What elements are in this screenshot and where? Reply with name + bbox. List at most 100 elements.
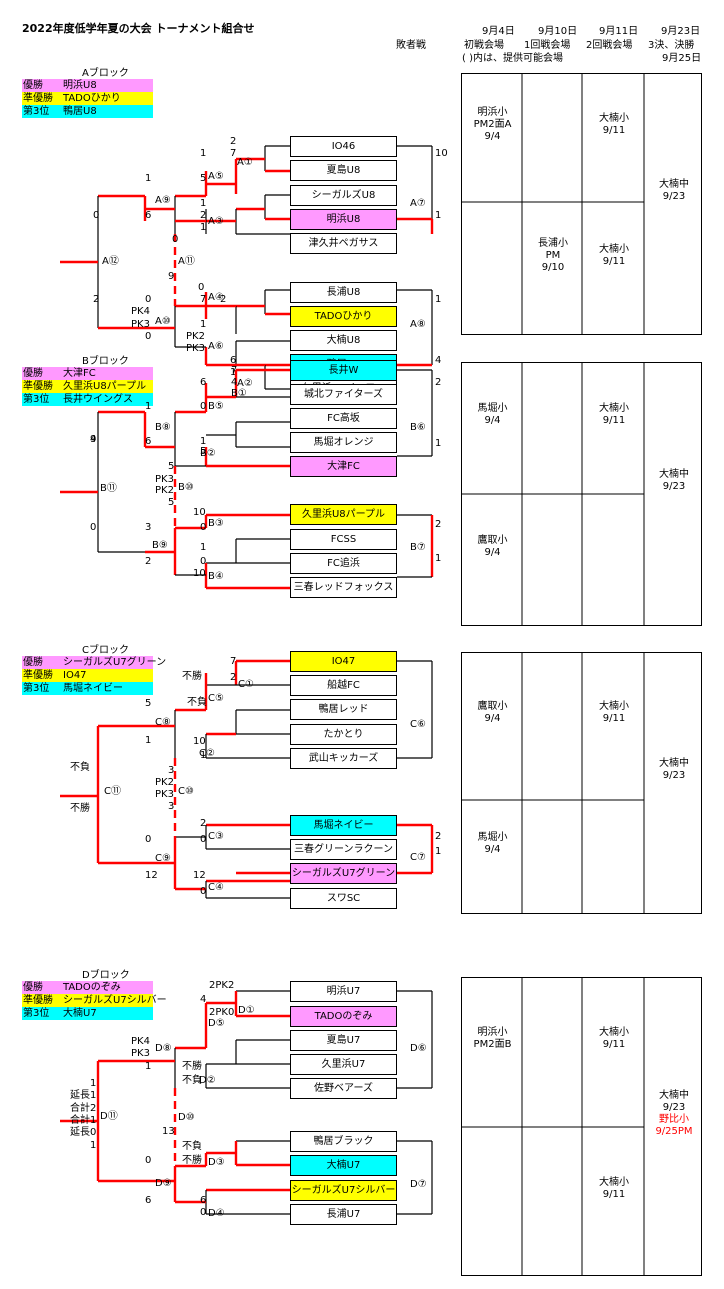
header-date-4: 9月23日 xyxy=(661,26,701,37)
match-label: B② xyxy=(200,448,216,459)
score-label: 2 xyxy=(230,672,237,683)
score-label: 不負 xyxy=(187,697,207,708)
team-box: TADOのぞみ xyxy=(290,1006,397,1027)
result-team: IO47 xyxy=(63,670,87,681)
result-rank: 準優勝 xyxy=(23,381,53,392)
match-label: D⑩ xyxy=(178,1112,195,1123)
team-box: TADOひかり xyxy=(290,306,397,327)
score-label: 0 xyxy=(200,401,207,412)
score-label: 1 xyxy=(230,367,237,378)
score-label: 2 xyxy=(435,831,442,842)
match-label: C⑧ xyxy=(155,717,171,728)
team-box: 三春レッドフォックス xyxy=(290,577,397,598)
result-row: 第3位馬堀ネイビー xyxy=(22,682,153,695)
score-label: 6 xyxy=(145,210,152,221)
match-label: D⑦ xyxy=(410,1179,427,1190)
score-label: 2 xyxy=(145,556,152,567)
venue-grid-lines xyxy=(461,362,645,626)
team-box: シーガルズU7グリーン xyxy=(290,863,397,884)
match-label: D⑤ xyxy=(208,1018,225,1029)
score-label: 1 xyxy=(435,210,442,221)
match-label: A② xyxy=(237,378,253,389)
score-label: 4 xyxy=(200,994,207,1005)
score-label: 1 xyxy=(200,436,207,447)
result-row: 第3位大楠U7 xyxy=(22,1007,153,1020)
bracket-lines xyxy=(60,145,434,390)
team-box: たかとり xyxy=(290,724,397,745)
match-label: B⑨ xyxy=(152,540,168,551)
score-label: 合計1 xyxy=(70,1115,97,1126)
match-label: D⑨ xyxy=(155,1178,172,1189)
venue-grid-lines xyxy=(461,73,645,335)
venue-grid-lines xyxy=(461,652,645,914)
header-round-2: 1回戦会場 xyxy=(524,40,571,51)
score-label: 12 xyxy=(193,870,206,881)
result-rank: 第3位 xyxy=(23,394,50,405)
team-box: 久里浜U7 xyxy=(290,1054,397,1075)
header-round-1: 初戦会場 xyxy=(464,40,504,51)
venue-text: 長浦小 PM 9/10 xyxy=(538,237,568,273)
result-team: 長井ウイングス xyxy=(63,394,133,405)
score-label: PK4 xyxy=(131,1036,150,1047)
match-label: A⑩ xyxy=(155,316,171,327)
team-box: FCSS xyxy=(290,529,397,550)
result-rank: 優勝 xyxy=(23,982,43,993)
header-date-3: 9月11日 xyxy=(599,26,639,37)
score-label: 1 xyxy=(145,173,152,184)
venue-text: 大楠小 9/11 xyxy=(599,403,629,426)
score-label: PK4 xyxy=(131,306,150,317)
score-label: 0 xyxy=(145,834,152,845)
score-label: 6 xyxy=(200,1195,207,1206)
score-label: 0 xyxy=(200,522,207,533)
score-label: 12 xyxy=(145,870,158,881)
match-label: D⑥ xyxy=(410,1043,427,1054)
page-title: 2022年度低学年夏の大会 トーナメント組合せ xyxy=(22,22,255,35)
score-label: PK2 xyxy=(186,331,205,342)
loser-bracket-label: 敗者戦 xyxy=(396,40,426,51)
bracket-lines xyxy=(60,368,434,590)
header-round-4: 3決、決勝 xyxy=(648,40,695,51)
venue-cell: 大楠小 9/11 xyxy=(583,1177,645,1201)
score-label: 1 xyxy=(435,438,442,449)
match-label: B⑤ xyxy=(208,401,224,412)
match-label: B⑪ xyxy=(100,483,117,494)
venue-text: 大楠中 9/23 xyxy=(659,758,689,781)
team-box: FC追浜 xyxy=(290,553,397,574)
match-label: C③ xyxy=(208,831,224,842)
match-label: C⑨ xyxy=(155,853,171,864)
score-label: 2 xyxy=(200,818,207,829)
match-label: D① xyxy=(238,1005,255,1016)
score-label: 延長1 xyxy=(70,1090,97,1101)
match-label: B⑩ xyxy=(178,482,194,493)
score-label: 0 xyxy=(200,556,207,567)
header-final-date-alt: 9月25日 xyxy=(662,53,702,64)
venue-table: 明浜小 PM2面A 9/4 大楠小 9/11 長浦小 PM 9/10 大楠小 9/11… xyxy=(461,73,702,335)
venue-cell: 明浜小 PM2面A 9/4 xyxy=(462,107,523,143)
score-label: PK3 xyxy=(155,789,174,800)
match-label: A③ xyxy=(208,216,224,227)
team-box: 明浜U7 xyxy=(290,981,397,1002)
result-team: 久里浜U8パープル xyxy=(63,381,147,392)
score-label: 0 xyxy=(93,210,100,221)
score-label: 1 xyxy=(90,1140,97,1151)
venue-text: 大楠小 9/11 xyxy=(599,243,629,267)
match-label: A⑧ xyxy=(410,319,426,330)
score-label: 3 xyxy=(145,522,152,533)
venue-text: 大楠小 9/11 xyxy=(599,112,629,136)
score-label: 5 xyxy=(168,461,175,472)
venue-cell: 明浜小 PM2面B xyxy=(462,1027,523,1051)
score-label: 0 xyxy=(145,331,152,342)
result-rank: 優勝 xyxy=(23,368,43,379)
score-label: 合計2 xyxy=(70,1103,97,1114)
match-label: C② xyxy=(199,748,215,759)
match-label: A⑫ xyxy=(102,256,119,267)
score-label: 1 xyxy=(90,1078,97,1089)
score-label: 不負 xyxy=(182,1075,202,1086)
result-row: 優勝シーガルズU7グリーン xyxy=(22,656,166,669)
venue-text: 大楠小 9/11 xyxy=(599,701,629,724)
result-rank: 第3位 xyxy=(23,106,50,117)
